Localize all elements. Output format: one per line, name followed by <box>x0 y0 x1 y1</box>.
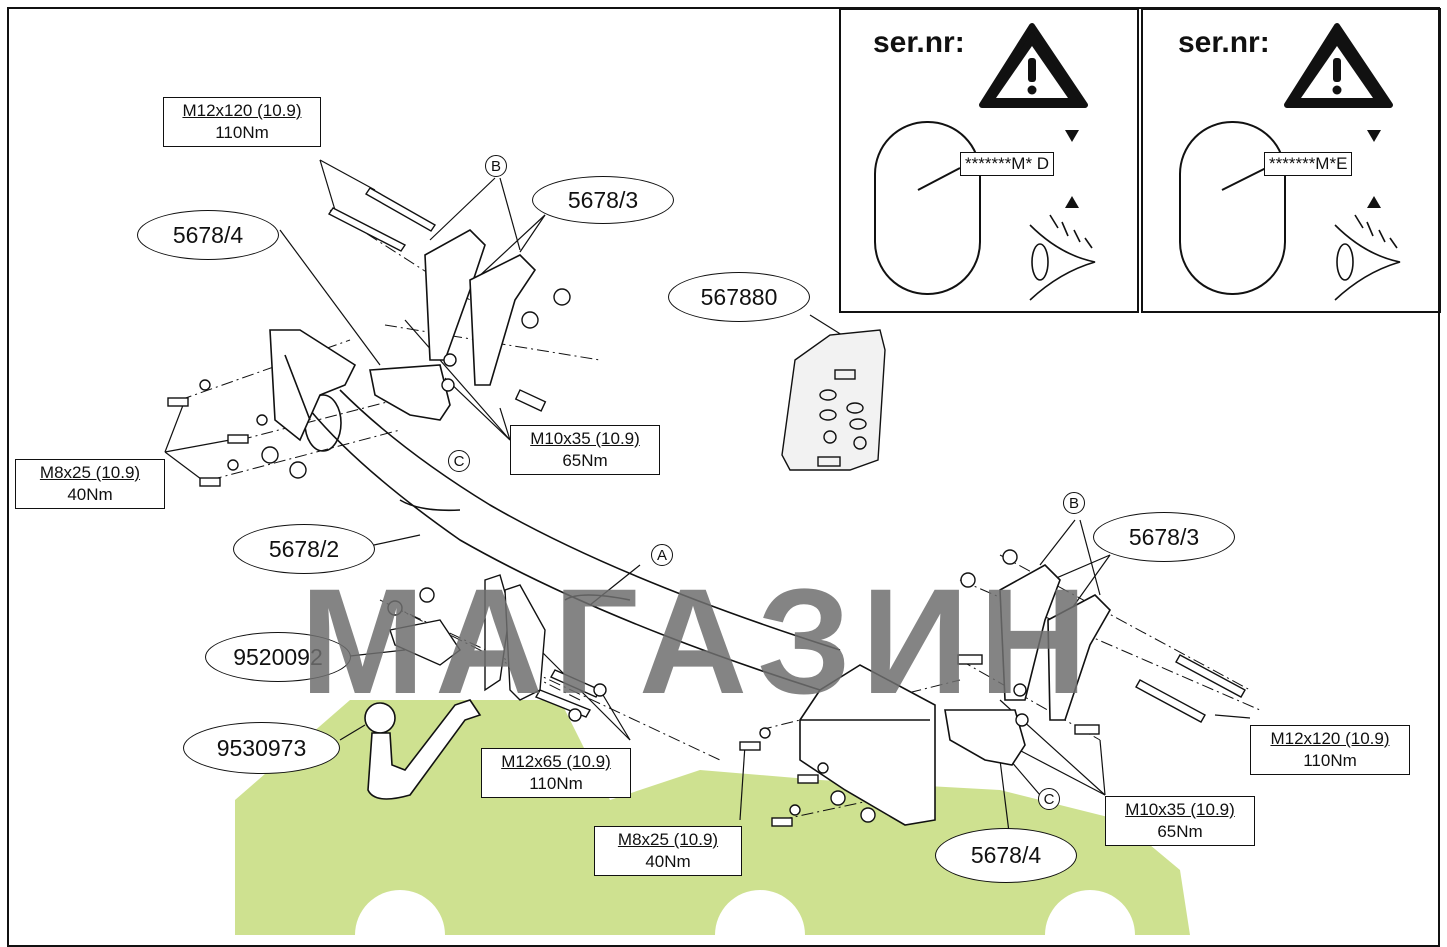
eye-icon <box>1029 214 1401 301</box>
spec-size: M8x25 (10.9) <box>39 463 141 482</box>
plates-right <box>999 564 1111 721</box>
part-label-5678-2: 5678/2 <box>233 524 375 574</box>
bracket-left <box>269 329 357 442</box>
serial-code-right: *******M*E <box>1264 152 1353 176</box>
plate-lower <box>484 574 607 722</box>
spec-torque: 65Nm <box>1157 822 1203 841</box>
car-silhouette <box>235 700 1190 935</box>
serial-panel-frames <box>839 8 1441 313</box>
callout-b-right: B <box>1063 492 1085 514</box>
clamp-bottom <box>944 709 1026 766</box>
spec-size: M12x120 (10.9) <box>1270 729 1390 748</box>
spec-torque: 110Nm <box>1303 751 1357 770</box>
marker-arrow-icon <box>1065 130 1381 208</box>
plates-top <box>424 229 537 386</box>
bolts-top <box>167 187 571 487</box>
serial-label-left: ser.nr: <box>873 26 965 59</box>
spec-size: M12x65 (10.9) <box>501 752 611 771</box>
callout-a: A <box>651 544 673 566</box>
spec-m12x120-right: M12x120 (10.9) 110Nm <box>1250 725 1410 775</box>
spec-m10x35-top: M10x35 (10.9) 65Nm <box>510 425 660 475</box>
part-label-5678-3-right: 5678/3 <box>1093 512 1235 562</box>
spec-torque: 110Nm <box>215 123 269 142</box>
main-tube <box>304 389 841 691</box>
serial-code-left: *******M* D <box>960 152 1055 176</box>
callout-b-top: B <box>485 155 507 177</box>
spec-m8x25-bottom: M8x25 (10.9) 40Nm <box>594 826 742 876</box>
serial-label-right: ser.nr: <box>1178 26 1270 59</box>
spec-m10x35-right: M10x35 (10.9) 65Nm <box>1105 796 1255 846</box>
warning-triangle-icon <box>979 23 1393 108</box>
spec-size: M10x35 (10.9) <box>530 429 640 448</box>
car-wheels <box>355 890 1135 935</box>
tow-ball <box>364 699 482 800</box>
hardware-bag <box>781 329 886 471</box>
part-label-9520092: 9520092 <box>205 632 351 682</box>
callout-c-bottom: C <box>1038 788 1060 810</box>
part-label-5678-4-bottom: 5678/4 <box>935 828 1077 883</box>
ball-plate-outline <box>874 121 1286 295</box>
part-label-567880: 567880 <box>668 272 810 322</box>
spec-m8x25-left: M8x25 (10.9) 40Nm <box>15 459 165 509</box>
spec-size: M8x25 (10.9) <box>617 830 719 849</box>
bolts-right <box>739 549 1246 827</box>
part-label-5678-4-top: 5678/4 <box>137 210 279 260</box>
bracket-right <box>799 664 936 826</box>
spec-torque: 110Nm <box>529 774 583 793</box>
spec-torque: 65Nm <box>562 451 608 470</box>
spec-size: M10x35 (10.9) <box>1125 800 1235 819</box>
socket-plate <box>387 587 461 666</box>
spec-size: M12x120 (10.9) <box>182 101 302 120</box>
spec-torque: 40Nm <box>67 485 113 504</box>
part-label-5678-3-top: 5678/3 <box>532 176 674 224</box>
part-label-9530973: 9530973 <box>183 722 340 774</box>
spec-m12x120-top: M12x120 (10.9) 110Nm <box>163 97 321 147</box>
spec-torque: 40Nm <box>645 852 691 871</box>
clamp-top <box>369 364 451 421</box>
spec-m12x65: M12x65 (10.9) 110Nm <box>481 748 631 798</box>
watermark-text: МАГАЗИН <box>300 557 1098 725</box>
callout-c-top: C <box>448 450 470 472</box>
